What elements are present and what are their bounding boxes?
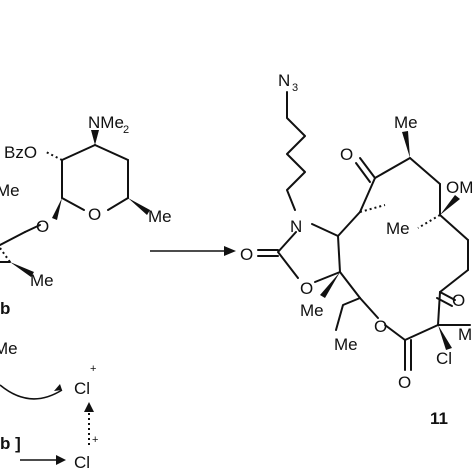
left-sugar-fragment bbox=[0, 130, 150, 277]
partial-me-label: Me bbox=[0, 339, 18, 358]
macro-bond bbox=[439, 214, 469, 241]
cl-bottom-charge: + bbox=[92, 434, 98, 446]
hashed-bond bbox=[0, 247, 11, 263]
ring-bond bbox=[337, 235, 341, 273]
macro-bond bbox=[335, 297, 361, 331]
m-right-label: M bbox=[458, 325, 472, 344]
o-ring-label: O bbox=[88, 205, 101, 224]
aglycone-bond bbox=[0, 231, 26, 246]
sugar-ring-bond bbox=[94, 144, 129, 161]
compound-number-11: 11 bbox=[430, 409, 448, 428]
double-bond bbox=[439, 291, 456, 301]
ring-bond bbox=[311, 223, 339, 237]
sugar-ring-bond bbox=[61, 144, 96, 161]
arrowhead bbox=[56, 455, 66, 465]
me-c6-label: Me bbox=[386, 219, 410, 238]
cl-top-charge: + bbox=[90, 363, 96, 375]
me-ring-label: Me bbox=[148, 207, 172, 226]
bzo-label: BzO bbox=[4, 143, 37, 162]
macro-bond bbox=[439, 269, 469, 293]
cl-label: Cl bbox=[436, 349, 452, 368]
macro-bond bbox=[374, 157, 411, 179]
o-ester-label: O bbox=[398, 373, 411, 392]
macro-bond bbox=[384, 324, 406, 341]
macro-bond bbox=[409, 157, 441, 185]
hashed-bond bbox=[45, 151, 63, 161]
bracket-label: b ] bbox=[0, 434, 21, 453]
ring-bond bbox=[314, 271, 341, 283]
wedge-bond bbox=[91, 130, 99, 145]
macro-bond bbox=[437, 291, 441, 326]
me-ring-lower-label: Me bbox=[300, 301, 324, 320]
nme2-label: NMe bbox=[88, 113, 124, 132]
macro-bond bbox=[359, 177, 376, 213]
double-bond bbox=[436, 297, 453, 307]
n3-label: N bbox=[278, 71, 290, 90]
double-bond bbox=[359, 157, 376, 179]
reaction-arrowhead bbox=[224, 246, 236, 256]
wedge-bond bbox=[128, 198, 150, 215]
om-right-label: OM bbox=[446, 178, 473, 197]
arrowhead bbox=[54, 384, 62, 391]
o-carbamate-label: O bbox=[240, 245, 253, 264]
o-link-label: O bbox=[36, 217, 49, 236]
cl-bottom-label: Cl bbox=[74, 453, 90, 472]
double-bond bbox=[355, 162, 371, 183]
cl-top-label: Cl bbox=[74, 379, 90, 398]
macro-bond bbox=[339, 271, 361, 299]
me-ethyl-label: Me bbox=[334, 335, 358, 354]
glycosidic-bond bbox=[24, 224, 41, 233]
me-lower-label: Me bbox=[30, 271, 54, 290]
wedge-bond bbox=[438, 325, 452, 350]
wedge-bond bbox=[52, 198, 62, 220]
ring-bond bbox=[277, 231, 299, 279]
n3-subscript: 3 bbox=[292, 82, 298, 94]
wedge-bond bbox=[402, 131, 410, 158]
wedge-bond bbox=[440, 195, 460, 215]
o-ketone-right-label: O bbox=[452, 291, 465, 310]
me-top-label: Me bbox=[394, 113, 418, 132]
arrowhead bbox=[84, 402, 94, 412]
wedge-bond bbox=[10, 262, 34, 277]
n-label: N bbox=[290, 217, 302, 236]
mechanism-arrows bbox=[0, 384, 94, 465]
macro-bond bbox=[359, 297, 379, 319]
o-ketone-top-label: O bbox=[340, 145, 353, 164]
wedge-bond bbox=[320, 272, 340, 298]
o-lactone-label: O bbox=[374, 317, 387, 336]
macro-bond bbox=[404, 324, 439, 341]
hashed-bond bbox=[417, 214, 441, 229]
hashed-bond bbox=[359, 204, 386, 213]
chain-bond bbox=[286, 91, 306, 211]
sugar-ring-bond bbox=[61, 197, 85, 211]
partial-compound-label: b bbox=[0, 299, 10, 318]
me-left-label: Me bbox=[0, 181, 20, 200]
o-oxazolidinone-label: O bbox=[300, 279, 313, 298]
product-skeleton bbox=[257, 91, 471, 371]
nme2-subscript: 2 bbox=[123, 124, 129, 136]
curved-arrow bbox=[0, 384, 63, 400]
sugar-ring-bond bbox=[107, 197, 129, 211]
macro-bond bbox=[337, 211, 361, 237]
